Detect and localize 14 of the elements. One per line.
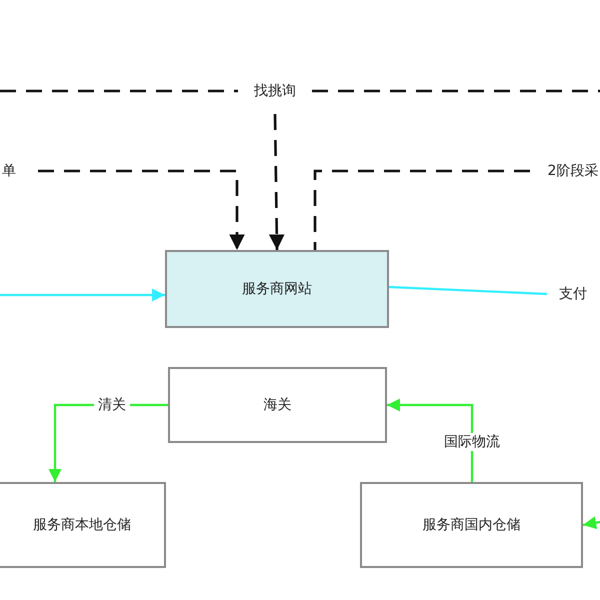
flow-label: 支付 bbox=[553, 283, 593, 305]
flow-label: 单 bbox=[0, 160, 18, 182]
arrow bbox=[582, 516, 600, 530]
process-box: 海关 bbox=[168, 367, 387, 443]
process-box: 服务商国内仓储 bbox=[360, 482, 583, 568]
arrow bbox=[268, 114, 285, 250]
edge-label: 清关 bbox=[94, 396, 130, 414]
process-box: 服务商网站 bbox=[165, 250, 389, 328]
arrow bbox=[38, 170, 245, 250]
process-box: 服务商本地仓储 bbox=[0, 482, 166, 568]
arrow bbox=[387, 398, 474, 482]
flow-label: 2阶段采 bbox=[538, 160, 600, 182]
flow-label: 找挑询 bbox=[246, 80, 304, 102]
arrow bbox=[0, 288, 165, 302]
